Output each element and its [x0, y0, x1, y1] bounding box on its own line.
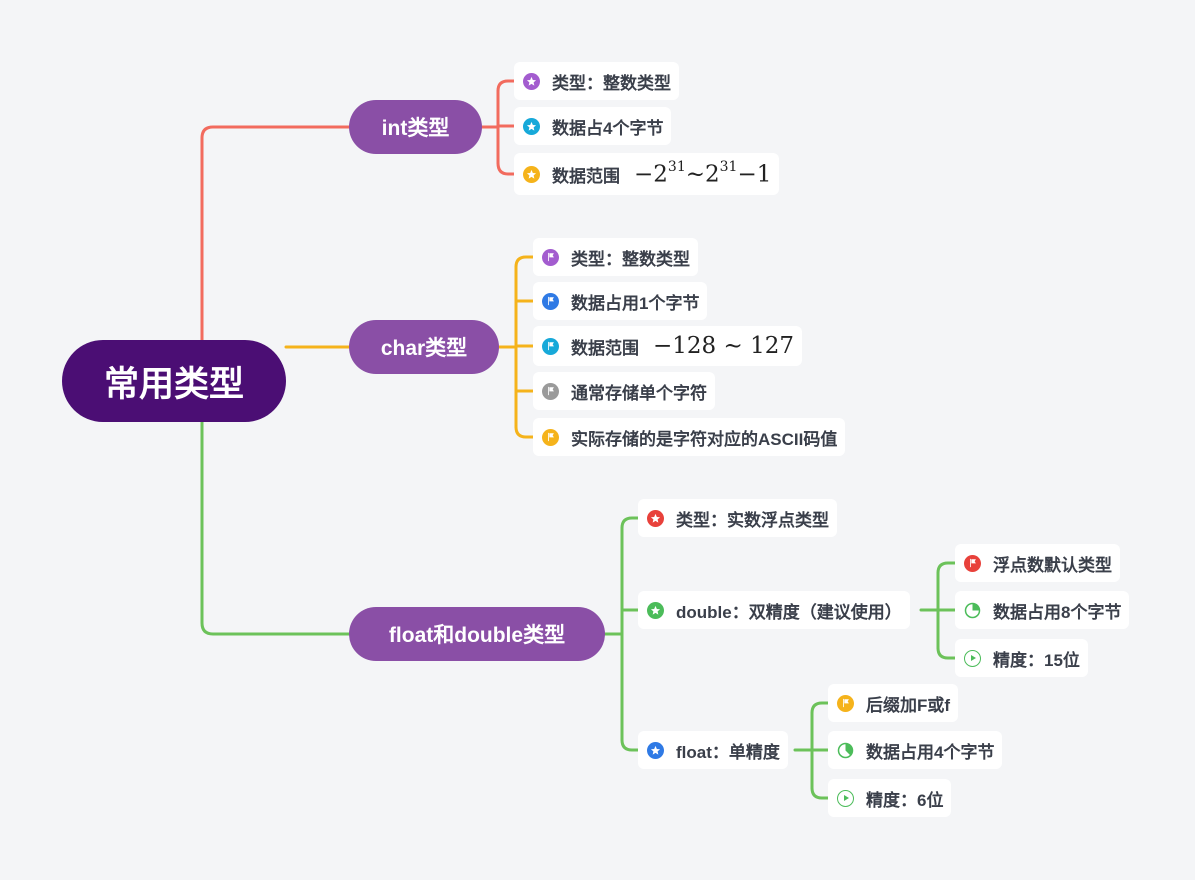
leaf-text: 类型：实数浮点类型: [676, 510, 829, 530]
leaf-char-usage[interactable]: 通常存储单个字符: [533, 372, 715, 410]
leaf-text: 数据占4个字节: [552, 118, 664, 138]
progress-icon: [837, 742, 854, 759]
leaf-text: 精度：15位: [993, 650, 1080, 670]
flag-icon: [542, 428, 559, 446]
int-range-formula: −231∼231−1: [634, 158, 772, 188]
star-icon: [523, 117, 540, 135]
flag-icon: [542, 382, 559, 400]
connector-root-int: [200, 125, 352, 342]
leaf-text: 类型：整数类型: [571, 249, 690, 269]
connector-float-items: [603, 516, 957, 800]
star-icon: [523, 72, 540, 90]
leaf-int-size[interactable]: 数据占4个字节: [514, 107, 672, 145]
leaf-text: 实际存储的是字符对应的ASCII码值: [571, 429, 838, 449]
leaf-text: 通常存储单个字符: [571, 383, 707, 403]
leaf-float-precision[interactable]: 精度：6位: [828, 779, 952, 817]
leaf-text: 数据范围: [571, 338, 639, 358]
leaf-text: 类型：整数类型: [552, 73, 671, 93]
leaf-char-ascii[interactable]: 实际存储的是字符对应的ASCII码值: [533, 418, 846, 456]
leaf-text: 后缀加F或f: [866, 695, 951, 715]
leaf-double[interactable]: double：双精度（建议使用）: [638, 591, 910, 629]
leaf-text: float：单精度: [676, 742, 780, 762]
leaf-double-precision[interactable]: 精度：15位: [955, 639, 1088, 677]
root-label: 常用类型: [103, 364, 244, 404]
leaf-text: double：双精度（建议使用）: [676, 602, 902, 622]
leaf-float[interactable]: float：单精度: [638, 731, 788, 769]
branch-int-label: int类型: [381, 117, 450, 140]
star-icon: [523, 165, 540, 183]
leaf-text: 数据占用4个字节: [866, 742, 995, 762]
flag-icon: [837, 694, 854, 712]
leaf-float-suffix[interactable]: 后缀加F或f: [828, 684, 959, 722]
leaf-char-type[interactable]: 类型：整数类型: [533, 238, 698, 276]
leaf-text: 浮点数默认类型: [993, 555, 1112, 575]
connector-root-float: [200, 420, 352, 636]
flag-icon: [964, 554, 981, 572]
leaf-double-size[interactable]: 数据占用8个字节: [955, 591, 1130, 629]
connector-int-items: [480, 79, 516, 176]
star-icon: [647, 509, 664, 527]
leaf-int-range[interactable]: 数据范围 −231∼231−1: [514, 153, 780, 195]
branch-float-double[interactable]: float和double类型: [349, 607, 605, 661]
flag-icon: [542, 337, 559, 355]
leaf-text: 数据占用8个字节: [993, 602, 1122, 622]
leaf-text: 数据占用1个字节: [571, 293, 700, 313]
leaf-int-type[interactable]: 类型：整数类型: [514, 62, 679, 100]
char-range-formula: −128 ∼ 127: [653, 333, 794, 359]
branch-char[interactable]: char类型: [349, 320, 499, 374]
branch-int[interactable]: int类型: [349, 100, 482, 154]
flag-icon: [542, 248, 559, 266]
flag-icon: [542, 292, 559, 310]
connector-char-items: [497, 255, 535, 439]
star-icon: [647, 741, 664, 759]
star-icon: [647, 601, 664, 619]
leaf-float-type[interactable]: 类型：实数浮点类型: [638, 499, 837, 537]
leaf-char-range[interactable]: 数据范围 −128 ∼ 127: [533, 326, 802, 366]
leaf-char-size[interactable]: 数据占用1个字节: [533, 282, 708, 320]
branch-char-label: char类型: [380, 337, 468, 360]
leaf-double-default[interactable]: 浮点数默认类型: [955, 544, 1120, 582]
leaf-float-size[interactable]: 数据占用4个字节: [828, 731, 1003, 769]
leaf-text: 精度：6位: [866, 790, 944, 810]
progress-icon: [964, 602, 981, 619]
root-node[interactable]: 常用类型: [62, 340, 286, 422]
leaf-text: 数据范围: [552, 166, 620, 186]
play-icon: [964, 649, 981, 667]
play-icon: [837, 789, 854, 807]
branch-float-double-label: float和double类型: [388, 624, 566, 647]
